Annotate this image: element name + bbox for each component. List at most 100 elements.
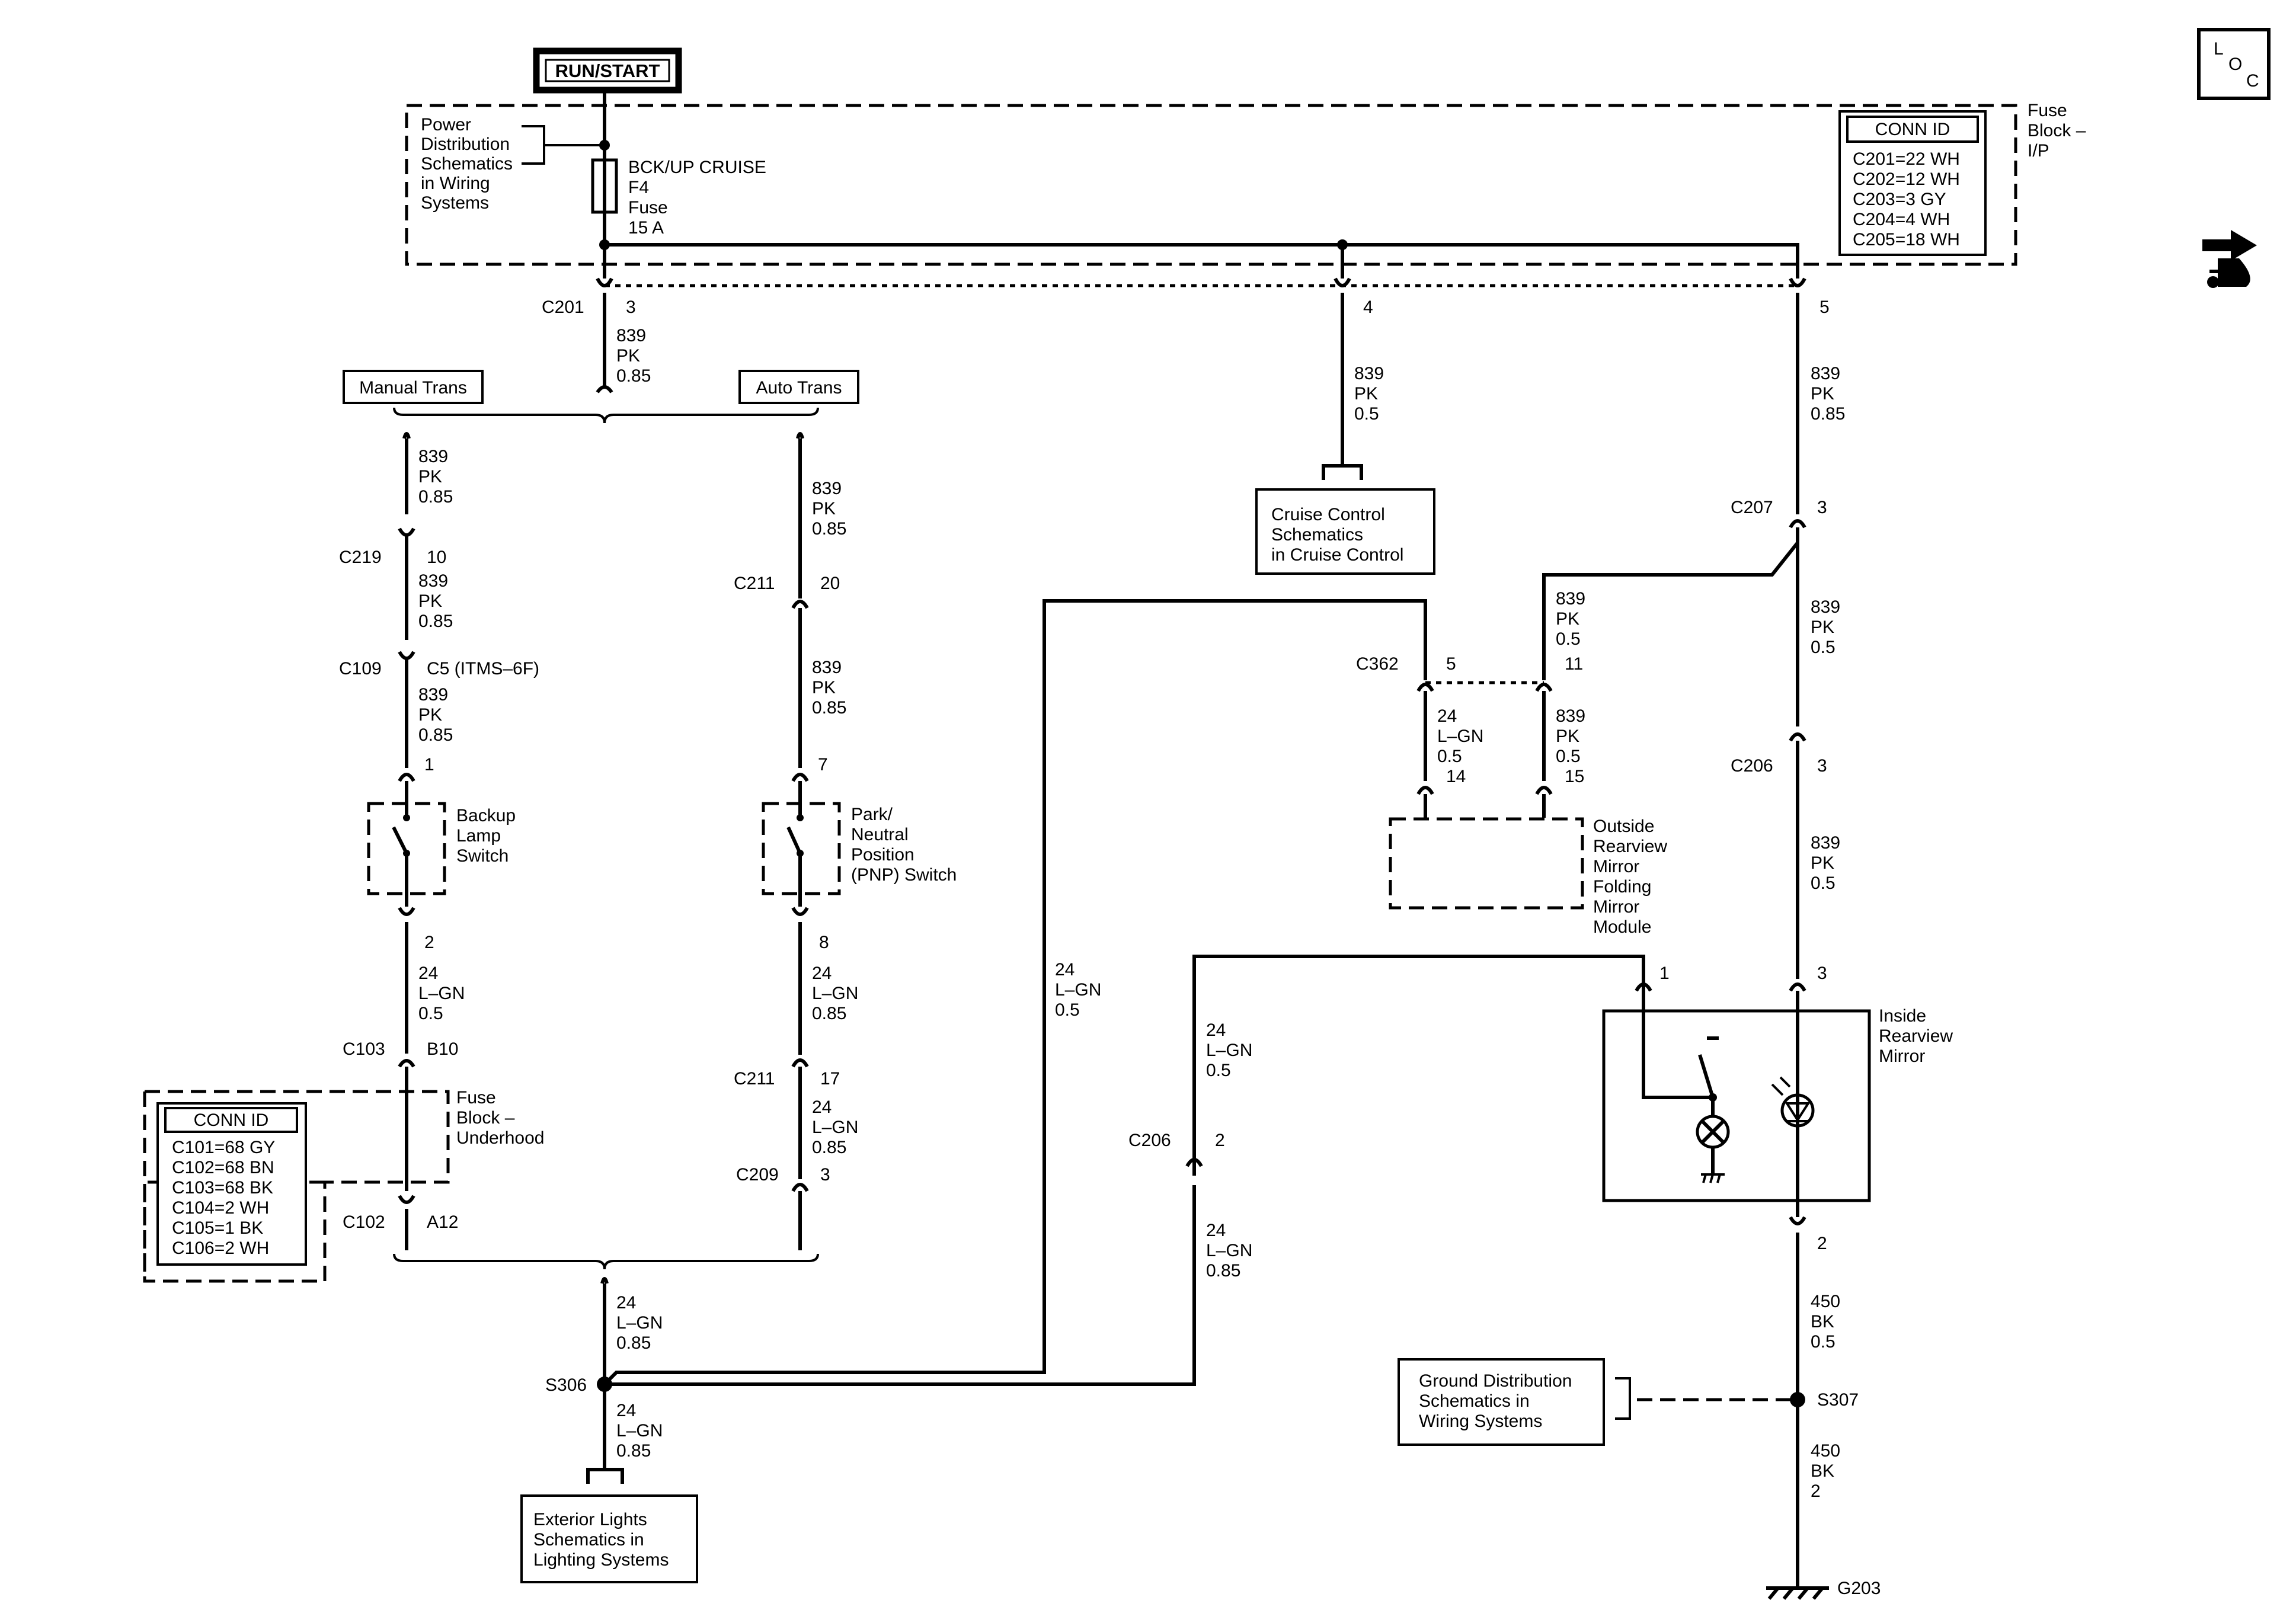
svg-text:C102: C102 bbox=[343, 1212, 385, 1232]
svg-text:17: 17 bbox=[820, 1069, 840, 1089]
svg-text:CONN ID: CONN ID bbox=[194, 1110, 269, 1130]
fuse-block-ip-boundary bbox=[405, 104, 2017, 266]
svg-text:CONN ID: CONN ID bbox=[1875, 120, 1950, 139]
run-start-box: RUN/START bbox=[533, 47, 682, 94]
svg-text:Power Distribution: Power Distribution Schematics in Wiring … bbox=[421, 115, 517, 213]
svg-text:S307: S307 bbox=[1817, 1390, 1859, 1410]
svg-text:C103: C103 bbox=[343, 1039, 385, 1059]
svg-text:3: 3 bbox=[1817, 756, 1827, 776]
svg-text:24L–GN0.5: 24L–GN0.5 bbox=[1206, 1020, 1252, 1080]
trans-option-brace: Manual Trans Auto Trans bbox=[343, 370, 859, 424]
svg-text:11: 11 bbox=[1565, 654, 1583, 674]
svg-text:C211: C211 bbox=[734, 574, 775, 593]
svg-text:C: C bbox=[2246, 71, 2259, 91]
bus-wire bbox=[605, 243, 1799, 279]
led-icon bbox=[1780, 1093, 1815, 1128]
svg-text:C219: C219 bbox=[339, 548, 382, 567]
svg-text:C201: C201 bbox=[542, 297, 584, 317]
svg-text:A12: A12 bbox=[427, 1212, 458, 1232]
svg-text:3: 3 bbox=[820, 1165, 830, 1185]
svg-text:Auto Trans: Auto Trans bbox=[756, 378, 842, 398]
svg-text:BCK/UP CRUISE F4 F: BCK/UP CRUISE F4 Fuse 15 A bbox=[628, 158, 771, 238]
svg-text:14: 14 bbox=[1446, 767, 1466, 786]
svg-text:8: 8 bbox=[819, 933, 829, 952]
svg-text:C109: C109 bbox=[339, 659, 382, 678]
svg-text:2: 2 bbox=[424, 933, 434, 952]
ground-distribution-ref: Ground Distribution Schematics in Wiring… bbox=[1398, 1358, 1798, 1446]
svg-text:Exterior Lights Schemati: Exterior Lights Schematics in Lighting S… bbox=[533, 1510, 669, 1570]
svg-text:10: 10 bbox=[427, 548, 446, 567]
svg-text:24L–GN0.85: 24L–GN0.85 bbox=[616, 1401, 663, 1461]
svg-text:3: 3 bbox=[1817, 964, 1827, 983]
fuse-f4: BCK/UP CRUISE F4 Fuse 15 A bbox=[591, 90, 771, 279]
svg-text:24L–GN0.85: 24L–GN0.85 bbox=[812, 964, 858, 1023]
svg-text:C206: C206 bbox=[1128, 1131, 1171, 1150]
svg-text:Backup Lamp Switch: Backup Lamp Switch bbox=[456, 806, 520, 866]
svg-text:C207: C207 bbox=[1731, 498, 1773, 517]
svg-text:L: L bbox=[2214, 39, 2224, 59]
svg-text:Inside Rearview Mi: Inside Rearview Mirror bbox=[1879, 1006, 1958, 1066]
inside-rearview-mirror: 1 Inside Rearview Mirror 2 bbox=[1602, 964, 1958, 1253]
svg-text:24L–GN0.85: 24L–GN0.85 bbox=[616, 1293, 663, 1353]
svg-text:S306: S306 bbox=[545, 1375, 587, 1395]
svg-text:Ground Distribution Sche: Ground Distribution Schematics in Wiring… bbox=[1419, 1371, 1577, 1431]
svg-text:C209: C209 bbox=[736, 1165, 779, 1185]
fuse-block-ip-conn-id: CONN ID C201=22 WH C202=12 WH C203=3 GY … bbox=[1838, 110, 1987, 256]
svg-text:5: 5 bbox=[1446, 654, 1456, 674]
svg-text:24L–GN0.5: 24L–GN0.5 bbox=[1055, 960, 1101, 1020]
pnp-switch: Park/ Neutral Position (PNP) Switch bbox=[762, 781, 957, 907]
svg-text:2: 2 bbox=[1215, 1131, 1225, 1150]
svg-text:Manual Trans: Manual Trans bbox=[359, 378, 467, 398]
service-icon bbox=[2202, 230, 2257, 288]
svg-text:7: 7 bbox=[818, 755, 828, 774]
svg-text:Fuse Block – Under: Fuse Block – Underhood bbox=[456, 1088, 544, 1148]
svg-text:C101=68 GY C102=68 BN: C101=68 GY C102=68 BN C103=68 BK C104=2 … bbox=[172, 1138, 280, 1258]
svg-text:C362: C362 bbox=[1356, 654, 1399, 674]
svg-text:Cruise Control Schematic: Cruise Control Schematics in Cruise Cont… bbox=[1271, 505, 1403, 565]
wire-s306-to-outside-mirror bbox=[603, 599, 1427, 1386]
svg-text:1: 1 bbox=[424, 755, 434, 774]
trans-join-brace bbox=[393, 1253, 819, 1270]
svg-text:2: 2 bbox=[1817, 1234, 1827, 1253]
svg-text:Outside Rearview M: Outside Rearview Mirror Folding Mirror M… bbox=[1593, 817, 1672, 937]
svg-text:24L–GN0.85: 24L–GN0.85 bbox=[812, 1097, 858, 1157]
svg-text:Park/ Neutral Posi: Park/ Neutral Position (PNP) Switch bbox=[851, 805, 957, 885]
svg-text:24L–GN0.5: 24L–GN0.5 bbox=[1437, 706, 1483, 766]
fuse-block-underhood: Fuse Block – Underhood CONN ID C101=68 G… bbox=[143, 1088, 544, 1283]
cruise-control-ref: Cruise Control Schematics in Cruise Cont… bbox=[1255, 464, 1435, 575]
svg-text:RUN/START: RUN/START bbox=[555, 60, 660, 81]
loc-icon: L O C bbox=[2197, 28, 2271, 100]
svg-text:C206: C206 bbox=[1731, 756, 1773, 776]
svg-text:B10: B10 bbox=[427, 1039, 458, 1059]
svg-text:5: 5 bbox=[1819, 297, 1830, 317]
svg-text:G203: G203 bbox=[1837, 1579, 1881, 1598]
fuse-block-ip-label: Fuse Block – I/P bbox=[2028, 101, 2091, 161]
outside-rearview-mirror-module: Outside Rearview Mirror Folding Mirror M… bbox=[1389, 794, 1672, 937]
